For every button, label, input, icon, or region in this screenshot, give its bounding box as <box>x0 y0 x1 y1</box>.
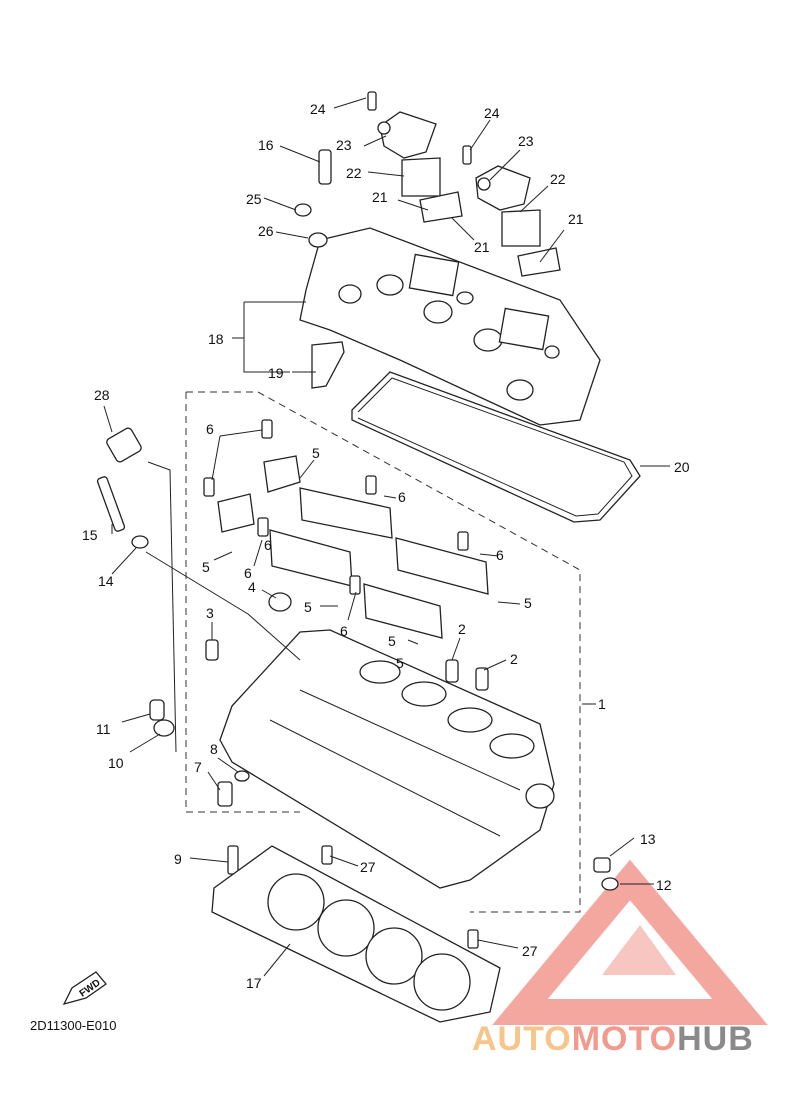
callout-6: 6 <box>264 537 272 553</box>
callout-labels: 1 2 2 3 4 5 5 5 5 5 5 6 6 6 6 6 6 7 8 9 … <box>82 101 690 991</box>
brand-part-auto: AUTO <box>472 1020 572 1058</box>
callout-16: 16 <box>258 137 274 153</box>
diagram-code: 2D11300-E010 <box>30 1018 117 1033</box>
callout-6: 6 <box>244 565 252 581</box>
callout-24: 24 <box>484 105 500 121</box>
loose-hardware <box>96 427 619 949</box>
callout-7: 7 <box>194 759 202 775</box>
callout-6: 6 <box>340 623 348 639</box>
cylinder-head <box>219 629 555 889</box>
callout-23: 23 <box>336 137 352 153</box>
callout-25: 25 <box>246 191 262 207</box>
callout-11: 11 <box>96 721 111 737</box>
ignition-coil-1 <box>377 111 463 223</box>
cover-gasket <box>351 371 641 523</box>
callout-2: 2 <box>458 621 466 637</box>
callout-21: 21 <box>372 189 388 205</box>
fwd-arrow-icon: FWD <box>62 971 107 1006</box>
head-gasket <box>211 845 501 1023</box>
ignition-coil-2 <box>475 165 561 277</box>
callout-17: 17 <box>246 975 262 991</box>
callout-22: 22 <box>550 171 566 187</box>
watermark-brand: AUTOMOTOHUB <box>472 1020 754 1059</box>
callout-24: 24 <box>310 101 326 117</box>
callout-5: 5 <box>304 599 312 615</box>
cylinder-head-cover <box>299 227 601 426</box>
callout-12: 12 <box>656 877 672 893</box>
callout-8: 8 <box>210 741 218 757</box>
callout-5: 5 <box>524 595 532 611</box>
callout-22: 22 <box>346 165 362 181</box>
callout-4: 4 <box>248 579 256 595</box>
callout-28: 28 <box>94 387 110 403</box>
callout-5: 5 <box>312 445 320 461</box>
callout-21: 21 <box>474 239 490 255</box>
callout-5: 5 <box>202 559 210 575</box>
callout-9: 9 <box>174 851 182 867</box>
callout-6: 6 <box>206 421 214 437</box>
callout-1: 1 <box>598 696 606 712</box>
leader-lines <box>103 97 670 977</box>
assembly-boundary <box>185 391 581 913</box>
watermark-logo <box>492 859 768 1025</box>
callout-2: 2 <box>510 651 518 667</box>
callout-18: 18 <box>208 331 224 347</box>
callout-5: 5 <box>388 633 396 649</box>
callout-27: 27 <box>522 943 538 959</box>
callout-14: 14 <box>98 573 114 589</box>
callout-13: 13 <box>640 831 656 847</box>
callout-26: 26 <box>258 223 274 239</box>
callout-6: 6 <box>496 547 504 563</box>
callout-5: 5 <box>396 655 404 671</box>
callout-23: 23 <box>518 133 534 149</box>
callout-3: 3 <box>206 605 214 621</box>
callout-21: 21 <box>568 211 584 227</box>
callout-15: 15 <box>82 527 98 543</box>
callout-20: 20 <box>674 459 690 475</box>
callout-27: 27 <box>360 859 376 875</box>
small-hardware-top <box>294 91 472 389</box>
brand-part-hub: HUB <box>677 1020 754 1058</box>
camshaft-caps <box>203 419 489 639</box>
callout-6: 6 <box>398 489 406 505</box>
callout-10: 10 <box>108 755 124 771</box>
callout-19: 19 <box>268 365 284 381</box>
brand-part-moto: MOTO <box>571 1020 678 1058</box>
